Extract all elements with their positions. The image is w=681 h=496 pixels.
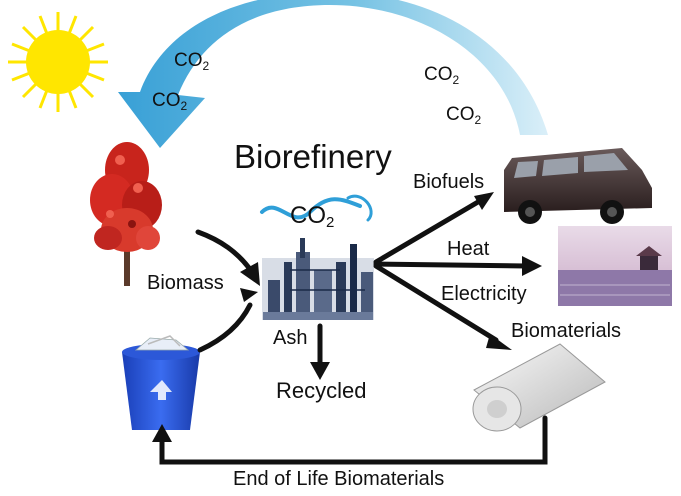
co2-subscript: 2	[180, 99, 188, 113]
co2-wave-tail	[346, 194, 373, 222]
recycle-bin-icon	[122, 335, 200, 430]
flow-arrows	[159, 199, 548, 465]
co2-subscript: 2	[202, 59, 210, 73]
co2-cycle-arrow	[118, 0, 548, 148]
heat-label: Heat	[447, 238, 490, 260]
end-of-life-label: End of Life Biomaterials	[233, 468, 445, 490]
recycled-label: Recycled	[276, 378, 367, 403]
tree-icon	[90, 142, 162, 286]
refinery-icon	[262, 238, 374, 320]
co2-wave	[260, 197, 362, 220]
co2-text: CO	[424, 64, 453, 85]
sun-icon	[8, 12, 108, 112]
co2-subscript: 2	[452, 73, 460, 87]
biomass-label: Biomass	[147, 272, 224, 294]
sheet-roll-icon	[472, 343, 606, 432]
diagram-title: Biorefinery	[234, 138, 392, 175]
co2-label-arrow-2: CO2	[152, 90, 187, 113]
co2-text: CO	[446, 104, 475, 125]
ash-label: Ash	[273, 327, 308, 349]
van-icon	[504, 148, 652, 224]
co2-subscript: 2	[326, 214, 335, 231]
flow-arrowheads	[152, 192, 542, 442]
co2-label-arrow-3: CO2	[424, 64, 459, 87]
co2-label-arrow-4: CO2	[446, 104, 481, 127]
electricity-label: Electricity	[441, 283, 527, 305]
co2-text: CO	[152, 90, 181, 111]
co2-text: CO	[290, 202, 326, 229]
biomaterials-label: Biomaterials	[511, 320, 622, 342]
co2-label-refinery: CO2	[290, 202, 334, 231]
co2-text: CO	[174, 50, 203, 71]
co2-subscript: 2	[474, 113, 482, 127]
biofuels-label: Biofuels	[413, 171, 485, 193]
landscape-icon	[558, 226, 672, 306]
co2-label-arrow-1: CO2	[174, 50, 209, 73]
